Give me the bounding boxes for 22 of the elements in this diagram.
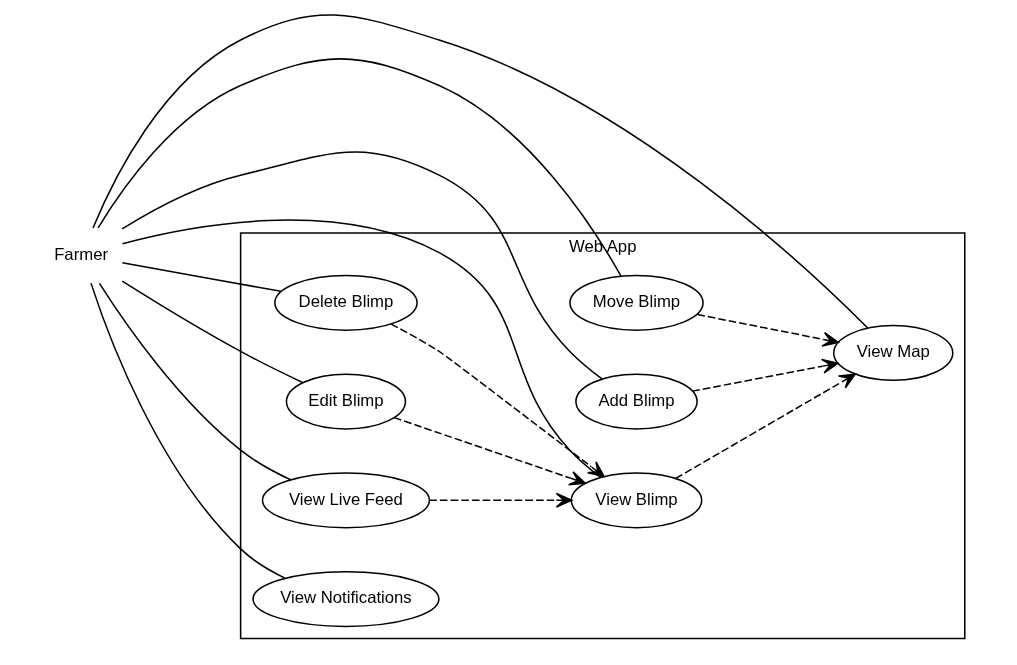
node-ellipse: Edit Blimp (285, 373, 407, 430)
arrow (675, 373, 856, 479)
arrow (691, 358, 839, 392)
arrow (428, 492, 573, 508)
connector (97, 58, 622, 277)
connector (90, 282, 286, 579)
node-ellipse: View Blimp (570, 472, 703, 529)
connector (92, 14, 869, 329)
connector (121, 262, 282, 293)
connector (98, 282, 292, 481)
node-ellipse: View Map (832, 324, 954, 382)
connector (121, 151, 603, 380)
node-text: Farmer (54, 244, 109, 264)
node-ellipse: View Notifications (252, 570, 440, 628)
connector (121, 219, 602, 479)
connector (121, 280, 304, 384)
node-ellipse: Add Blimp (575, 373, 698, 430)
node-ellipse: Move Blimp (569, 274, 704, 331)
node-ellipse: Delete Blimp (274, 274, 418, 331)
arrow (393, 416, 587, 486)
node-ellipse: View Live Feed (261, 472, 431, 529)
arrow (696, 313, 839, 347)
